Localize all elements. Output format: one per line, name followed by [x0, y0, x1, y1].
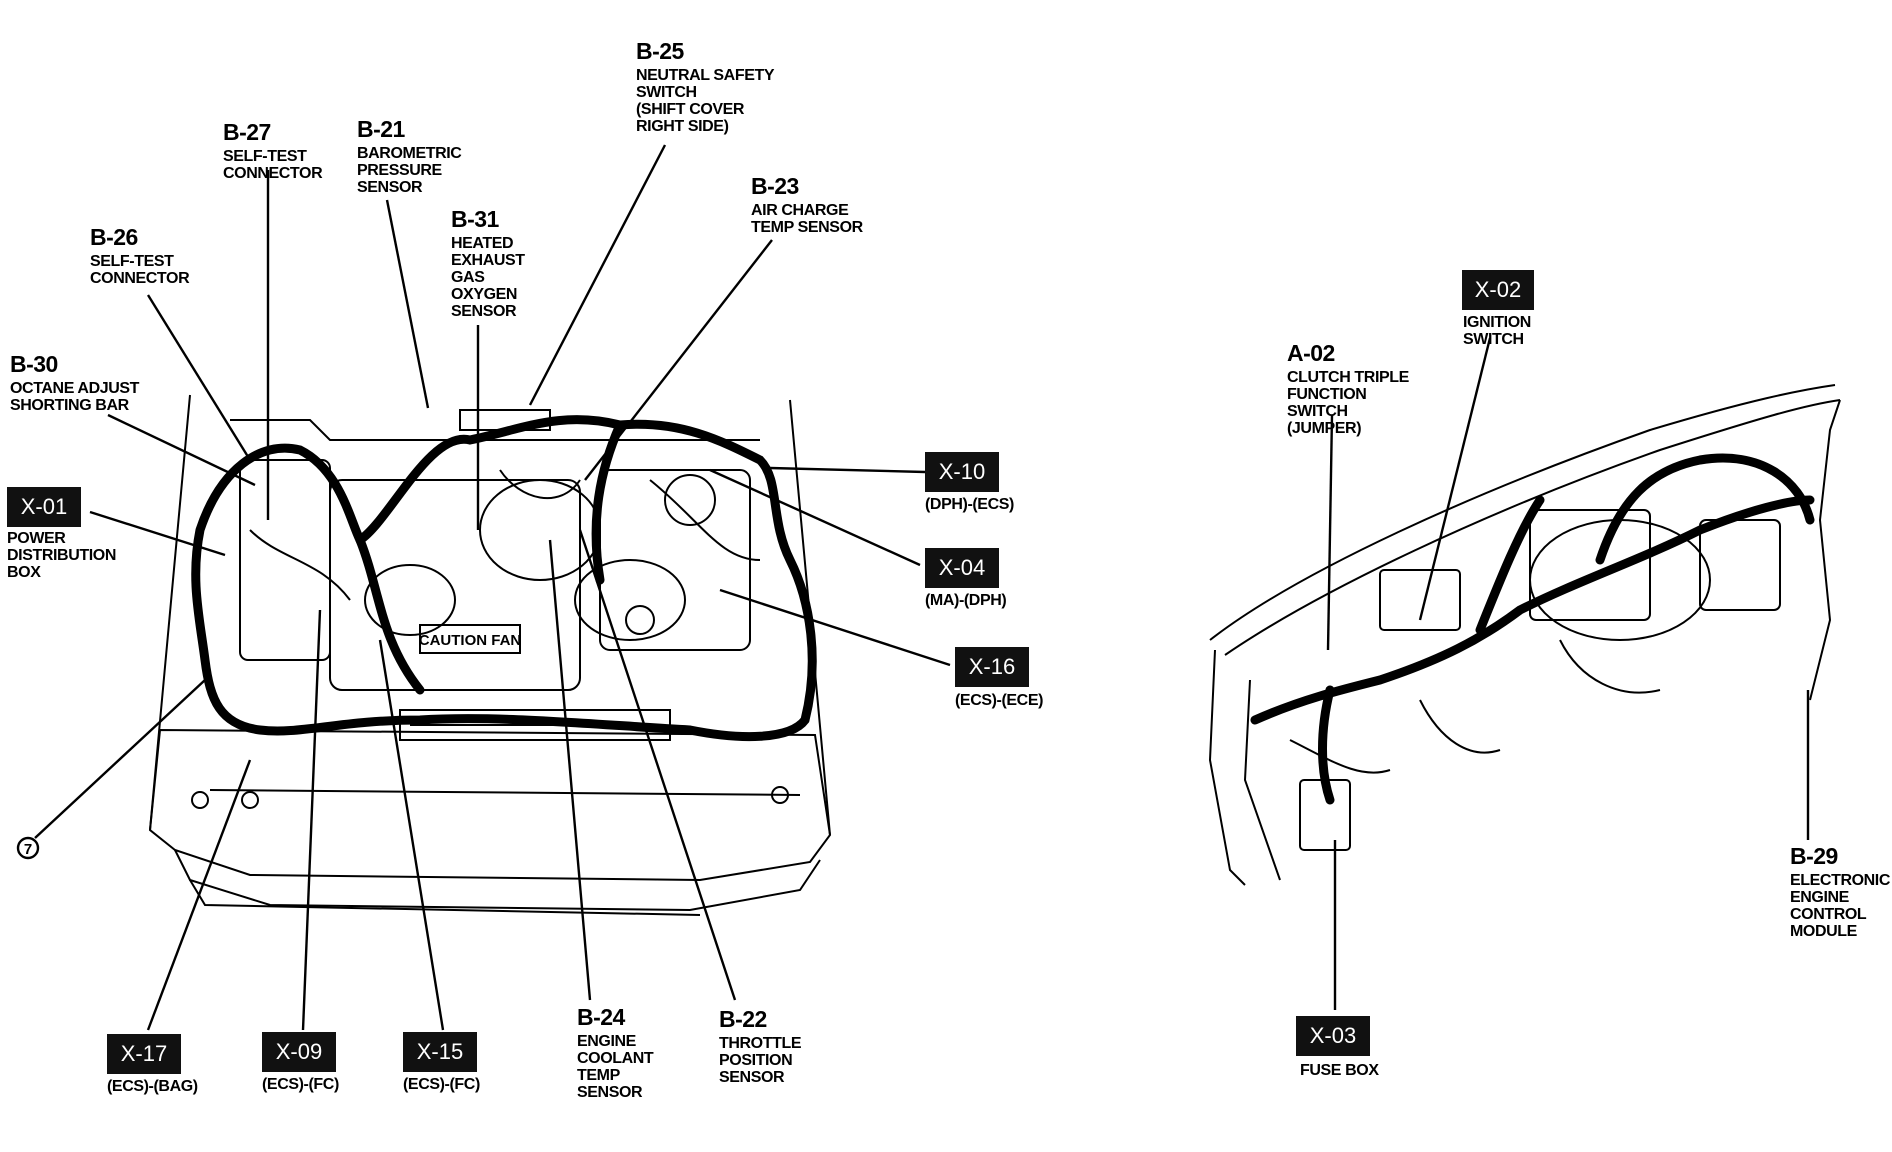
- label-b29-code: B-29: [1790, 843, 1838, 869]
- label-b21-code: B-21: [357, 116, 405, 142]
- label-b25-code: B-25: [636, 38, 684, 64]
- connector-x03-desc: FUSE BOX: [1300, 1062, 1379, 1079]
- label-b24-desc: ENGINE COOLANT TEMP SENSOR: [577, 1033, 654, 1101]
- engine-compartment-illustration: CAUTION FAN: [148, 394, 832, 916]
- leader-lines: [34, 144, 1810, 1031]
- connector-x16-box: X-16: [955, 647, 1029, 687]
- label-b29-electronic-engine-control-module: B-29 ELECTRONIC ENGINE CONTROL MODULE: [1790, 843, 1891, 941]
- connector-x15-desc: (ECS)-(FC): [403, 1076, 480, 1093]
- ground-marker: 7: [16, 836, 40, 860]
- connector-x10-box: X-10: [925, 452, 999, 492]
- label-b24-code: B-24: [577, 1004, 625, 1030]
- label-b24-engine-coolant-temp-sensor: B-24 ENGINE COOLANT TEMP SENSOR: [577, 1004, 654, 1102]
- dashboard-illustration: [1208, 384, 1841, 886]
- label-b23-desc: AIR CHARGE TEMP SENSOR: [751, 202, 863, 236]
- connector-x02-box: X-02: [1462, 270, 1534, 310]
- label-b26-desc: SELF-TEST CONNECTOR: [90, 253, 190, 287]
- label-b22-code: B-22: [719, 1006, 767, 1032]
- label-b26-code: B-26: [90, 224, 138, 250]
- label-b25-neutral-safety-switch: B-25 NEUTRAL SAFETY SWITCH (SHIFT COVER …: [636, 38, 775, 136]
- label-a02-clutch-triple-function-switch: A-02 CLUTCH TRIPLE FUNCTION SWITCH (JUMP…: [1287, 340, 1409, 438]
- connector-x04-desc: (MA)-(DPH): [925, 592, 1007, 609]
- label-b21-desc: BAROMETRIC PRESSURE SENSOR: [357, 145, 462, 196]
- connector-x15-box: X-15: [403, 1032, 477, 1072]
- connector-x01-box: X-01: [7, 487, 81, 527]
- connector-x02-desc: IGNITION SWITCH: [1463, 314, 1531, 348]
- label-a02-code: A-02: [1287, 340, 1335, 366]
- engine-caution-decal: CAUTION FAN: [419, 632, 522, 649]
- connector-x09-desc: (ECS)-(FC): [262, 1076, 339, 1093]
- label-b23-air-charge-temp-sensor: B-23 AIR CHARGE TEMP SENSOR: [751, 173, 863, 237]
- label-b22-throttle-position-sensor: B-22 THROTTLE POSITION SENSOR: [719, 1006, 802, 1087]
- connector-x17-box: X-17: [107, 1034, 181, 1074]
- label-b30-octane-adjust-shorting-bar: B-30 OCTANE ADJUST SHORTING BAR: [10, 351, 140, 415]
- label-b26-self-test-connector: B-26 SELF-TEST CONNECTOR: [90, 224, 190, 288]
- label-b30-code: B-30: [10, 351, 58, 377]
- ground-marker-number: 7: [24, 841, 32, 858]
- connector-x09-box: X-09: [262, 1032, 336, 1072]
- label-b29-desc: ELECTRONIC ENGINE CONTROL MODULE: [1790, 872, 1891, 940]
- label-b30-desc: OCTANE ADJUST SHORTING BAR: [10, 380, 140, 414]
- label-b27-desc: SELF-TEST CONNECTOR: [223, 148, 323, 182]
- label-b31-code: B-31: [451, 206, 499, 232]
- connector-x16-desc: (ECS)-(ECE): [955, 692, 1044, 709]
- connector-x10-desc: (DPH)-(ECS): [925, 496, 1014, 513]
- connector-x17-desc: (ECS)-(BAG): [107, 1078, 198, 1095]
- label-b22-desc: THROTTLE POSITION SENSOR: [719, 1035, 802, 1086]
- label-b31-heated-exhaust-gas-oxygen-sensor: B-31 HEATED EXHAUST GAS OXYGEN SENSOR: [451, 206, 525, 321]
- label-a02-desc: CLUTCH TRIPLE FUNCTION SWITCH (JUMPER): [1287, 369, 1409, 437]
- connector-x03-box: X-03: [1296, 1016, 1370, 1056]
- label-b31-desc: HEATED EXHAUST GAS OXYGEN SENSOR: [451, 235, 525, 320]
- connector-x01-desc: POWER DISTRIBUTION BOX: [7, 530, 116, 581]
- label-b21-barometric-pressure-sensor: B-21 BAROMETRIC PRESSURE SENSOR: [357, 116, 462, 197]
- label-b25-desc: NEUTRAL SAFETY SWITCH (SHIFT COVER RIGHT…: [636, 67, 775, 135]
- label-b23-code: B-23: [751, 173, 799, 199]
- label-b27-self-test-connector: B-27 SELF-TEST CONNECTOR: [223, 119, 323, 183]
- label-b27-code: B-27: [223, 119, 271, 145]
- connector-x04-box: X-04: [925, 548, 999, 588]
